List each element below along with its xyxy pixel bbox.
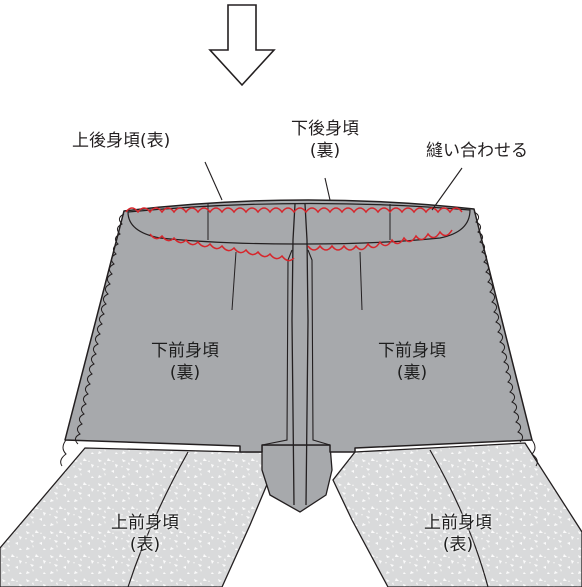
- label-lower-front-left: 下前身頃 (裏): [145, 340, 225, 384]
- label-upper-front-left-line2: (表): [129, 535, 161, 555]
- waist-seam-stitch-inner-right: [307, 229, 453, 251]
- center-front-facing-left: [261, 249, 293, 446]
- waist-seam-stitch-inner-left: [149, 233, 295, 262]
- center-front-opening: [291, 203, 309, 506]
- left-thread-tail: [60, 439, 67, 467]
- lower-back-inside: [127, 202, 471, 245]
- label-lower-front-right-line2: (裏): [396, 363, 428, 383]
- label-lower-front-right: 下前身頃 (裏): [372, 340, 452, 384]
- label-lower-back-body-line2: (裏): [309, 141, 341, 161]
- label-lower-front-left-line2: (裏): [169, 363, 201, 383]
- down-arrow-icon: [208, 4, 276, 87]
- label-upper-back-body: 上後身頃(表): [72, 131, 171, 151]
- center-placket: [261, 444, 333, 513]
- label-lower-back-body-line1: 下後身頃: [291, 119, 359, 139]
- label-lower-front-left-line1: 下前身頃: [151, 341, 219, 361]
- front-dart-left: [231, 251, 237, 311]
- label-upper-front-right: 上前身頃 (表): [418, 512, 498, 556]
- upper-front-right-inner-edge: [429, 449, 489, 587]
- label-upper-front-left: 上前身頃 (表): [105, 512, 185, 556]
- label-upper-front-left-line1: 上前身頃: [111, 513, 179, 533]
- leader-upper-back: [204, 161, 223, 201]
- leader-lower-back: [324, 177, 331, 201]
- label-lower-front-right-line1: 下前身頃: [378, 341, 446, 361]
- lower-body-panel: [64, 199, 533, 453]
- left-side-seam-stitch: [74, 213, 125, 445]
- label-lower-back-body: 下後身頃 (裏): [285, 118, 365, 162]
- leader-sew-together: [431, 167, 463, 211]
- label-upper-front-right-line1: 上前身頃: [424, 513, 492, 533]
- label-upper-front-right-line2: (表): [442, 535, 474, 555]
- label-sew-together: 縫い合わせる: [426, 141, 528, 161]
- front-dart-right: [359, 251, 363, 311]
- upper-front-right-panel: [332, 442, 582, 587]
- right-thread-tail: [531, 439, 538, 467]
- center-front-facing-right: [307, 249, 331, 446]
- waist-seam-stitch-outer: [125, 207, 463, 214]
- right-side-seam-stitch: [473, 211, 524, 443]
- upper-front-left-inner-edge: [127, 451, 189, 587]
